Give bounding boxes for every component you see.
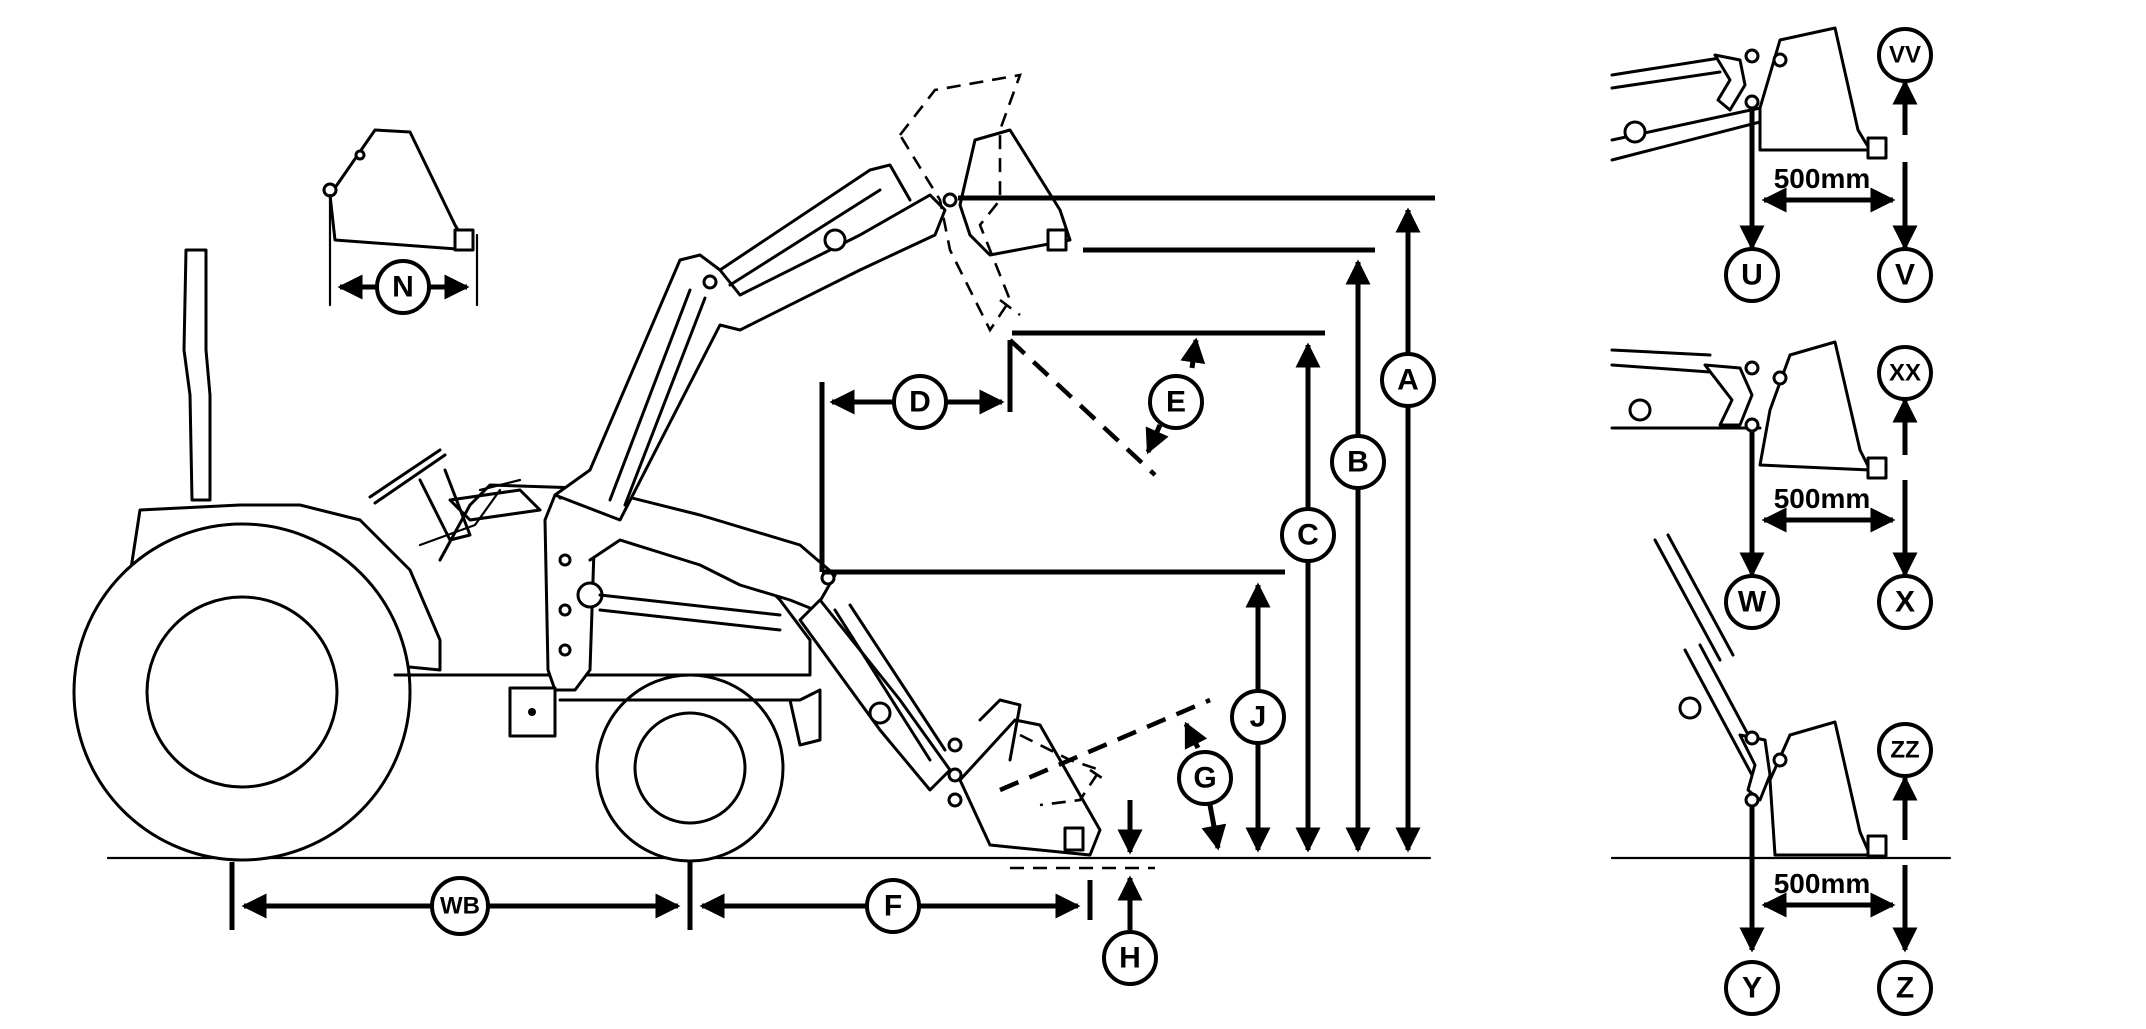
svg-text:Z: Z bbox=[1896, 972, 1914, 1005]
bucket-raised bbox=[958, 128, 1072, 257]
front-wheel bbox=[595, 673, 785, 863]
svg-text:VV: VV bbox=[1889, 42, 1921, 69]
inset-3-distance: 500mm bbox=[1774, 868, 1871, 899]
badge-J: J bbox=[1230, 689, 1286, 745]
badge-W: W bbox=[1724, 574, 1780, 630]
badge-X: X bbox=[1877, 574, 1933, 630]
bucket-detail-N bbox=[322, 128, 479, 307]
svg-text:A: A bbox=[1397, 364, 1419, 397]
badge-ZZ: ZZ bbox=[1877, 722, 1933, 778]
lift-cylinder-raised bbox=[608, 288, 707, 507]
svg-text:ZZ: ZZ bbox=[1890, 737, 1919, 764]
bucket-raised-dumped bbox=[898, 73, 1022, 333]
svg-text:V: V bbox=[1895, 259, 1915, 292]
badge-B: B bbox=[1330, 434, 1386, 490]
svg-text:B: B bbox=[1347, 446, 1369, 479]
front-frame bbox=[558, 688, 822, 747]
svg-text:F: F bbox=[884, 890, 902, 923]
svg-text:E: E bbox=[1166, 386, 1186, 419]
dimension-lines bbox=[229, 195, 1435, 930]
rear-wheel bbox=[72, 522, 412, 862]
badge-D: D bbox=[892, 374, 948, 430]
badge-A: A bbox=[1380, 352, 1436, 408]
inset-1: 500mm bbox=[1610, 26, 1918, 251]
lift-cylinder-lowered bbox=[598, 593, 782, 632]
rops-frame bbox=[182, 248, 212, 502]
svg-text:WB: WB bbox=[440, 893, 480, 920]
svg-text:X: X bbox=[1895, 586, 1915, 619]
badge-XX: XX bbox=[1877, 345, 1933, 401]
badge-U: U bbox=[1724, 247, 1780, 303]
inset-2: 500mm bbox=[1610, 340, 1918, 578]
inset-3: 500mm bbox=[1610, 533, 1952, 953]
svg-text:W: W bbox=[1738, 586, 1767, 619]
bucket-arm-lowered bbox=[798, 598, 952, 792]
hood-line bbox=[418, 478, 522, 547]
svg-text:G: G bbox=[1193, 762, 1216, 795]
badge-E: E bbox=[1148, 374, 1204, 430]
inset-1-distance: 500mm bbox=[1774, 163, 1871, 194]
svg-text:C: C bbox=[1297, 519, 1319, 552]
svg-text:Y: Y bbox=[1742, 972, 1762, 1005]
badge-G: G bbox=[1177, 750, 1233, 806]
badge-Y: Y bbox=[1724, 960, 1780, 1016]
seat bbox=[448, 488, 542, 522]
badge-VV: VV bbox=[1877, 27, 1933, 83]
tractor-drawing bbox=[72, 73, 1432, 863]
svg-text:H: H bbox=[1119, 942, 1141, 975]
badge-F: F bbox=[865, 878, 921, 934]
badge-WB: WB bbox=[430, 876, 490, 936]
badge-C: C bbox=[1280, 507, 1336, 563]
svg-text:J: J bbox=[1250, 701, 1267, 734]
bucket-lowered bbox=[958, 718, 1102, 857]
svg-text:N: N bbox=[392, 271, 414, 304]
steering-wheel bbox=[368, 448, 472, 542]
badge-V: V bbox=[1877, 247, 1933, 303]
svg-text:D: D bbox=[909, 386, 931, 419]
inset-2-distance: 500mm bbox=[1774, 483, 1871, 514]
svg-text:U: U bbox=[1741, 259, 1763, 292]
boom-raised bbox=[553, 193, 947, 522]
bucket-lowered-dumped bbox=[1019, 733, 1106, 807]
svg-text:XX: XX bbox=[1889, 360, 1921, 387]
badge-H: H bbox=[1102, 930, 1158, 986]
badge-N: N bbox=[375, 259, 431, 315]
badge-Z: Z bbox=[1877, 960, 1933, 1016]
